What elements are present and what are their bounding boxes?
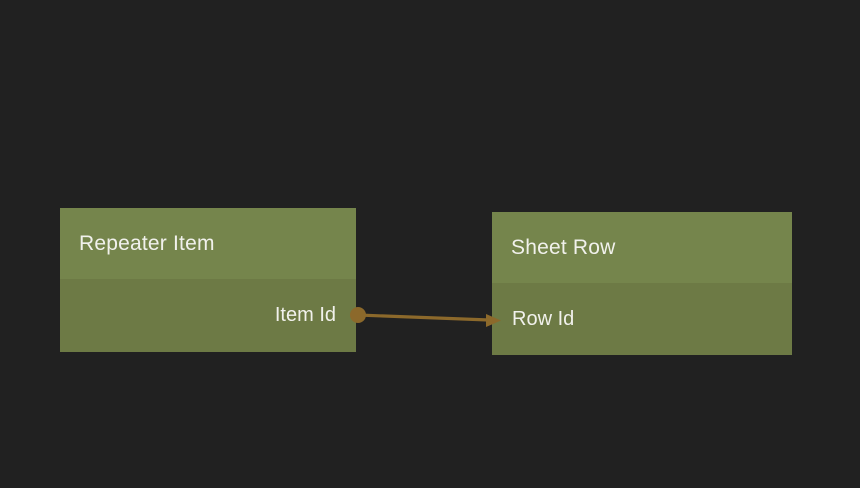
field-row-id-label: Row Id [512, 307, 575, 330]
node-repeater-item-title: Repeater Item [60, 208, 356, 279]
connection-line[interactable] [356, 313, 491, 322]
node-repeater-item[interactable]: Repeater Item Item Id [60, 208, 356, 352]
node-sheet-row[interactable]: Sheet Row Row Id [492, 212, 792, 355]
field-row-id[interactable]: Row Id [492, 283, 792, 355]
node-sheet-row-title: Sheet Row [492, 212, 792, 283]
field-item-id-label: Item Id [274, 304, 336, 326]
field-item-id[interactable]: Item Id [60, 279, 356, 352]
